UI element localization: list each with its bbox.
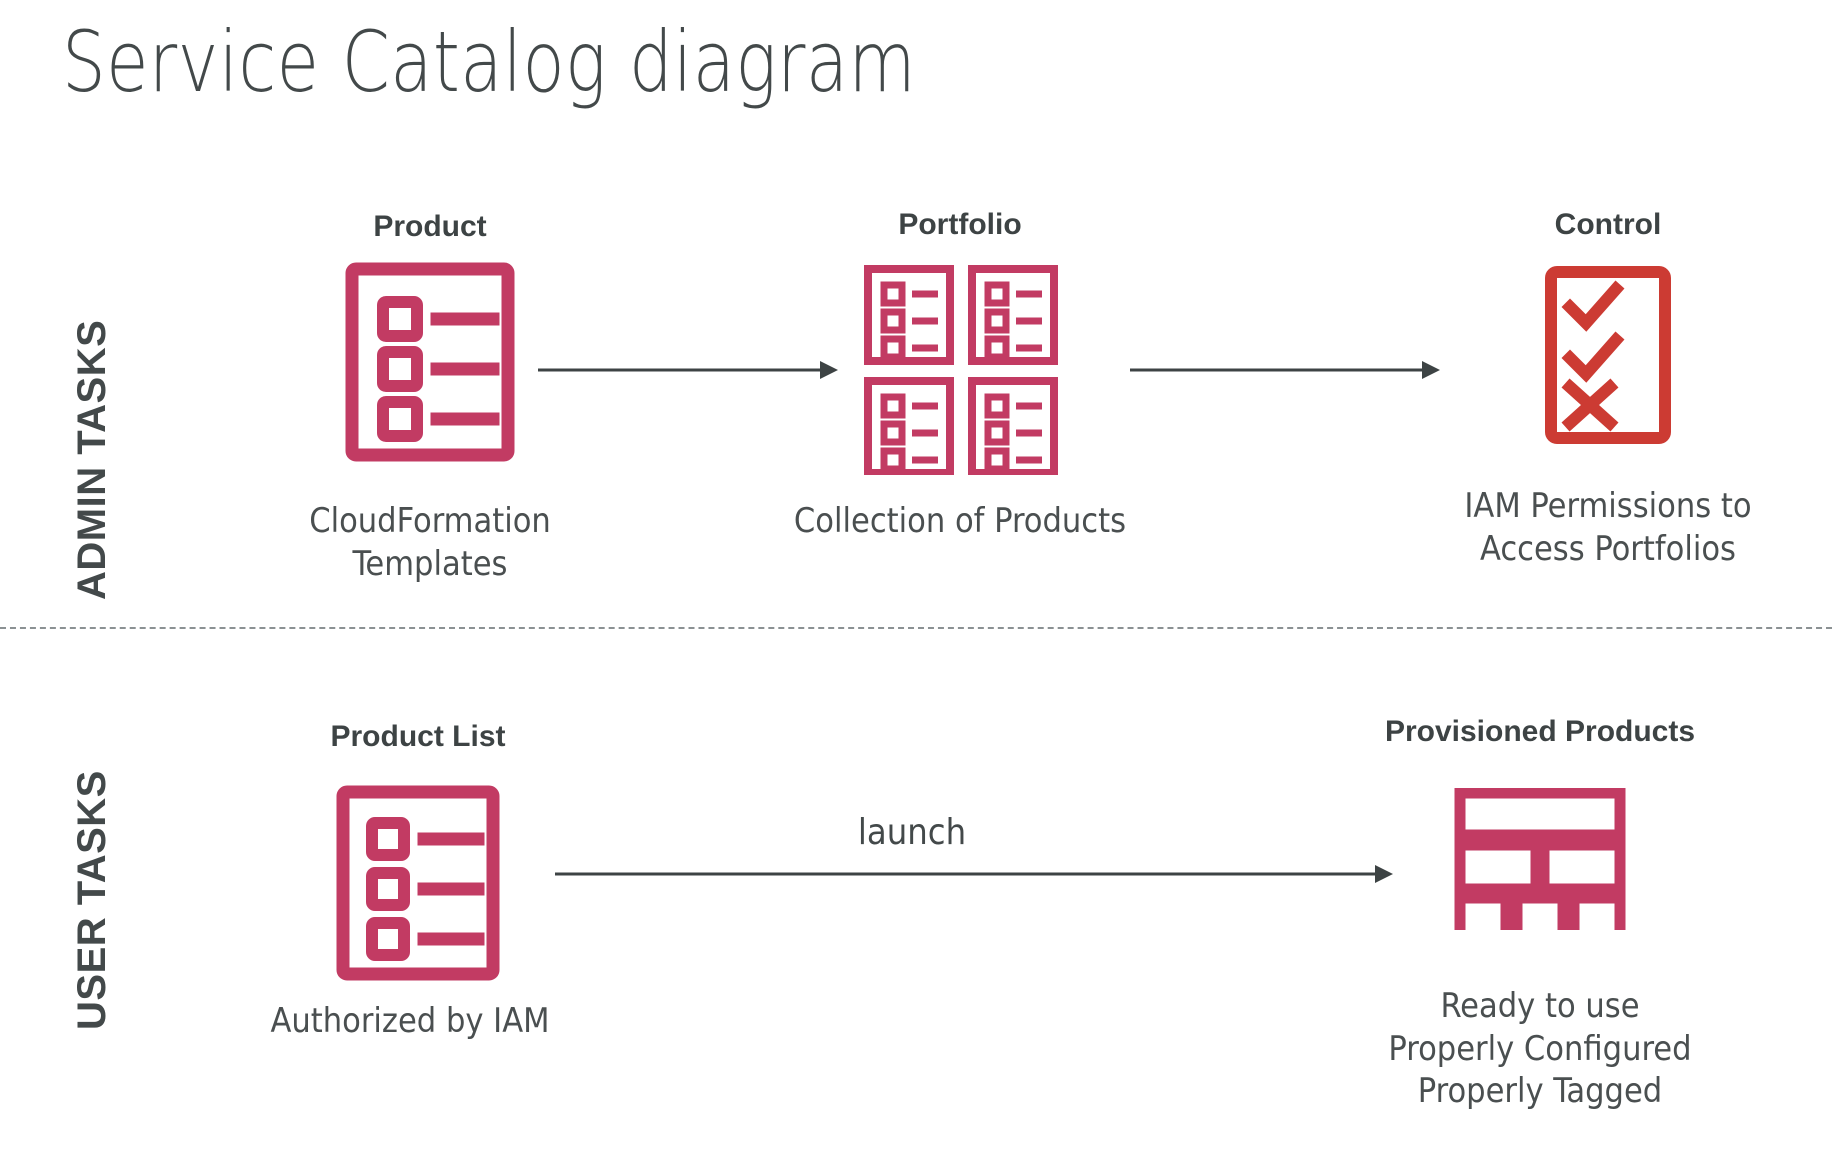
node-heading-product-list: Product List: [330, 720, 506, 753]
page-title: Service Catalog diagram: [62, 13, 916, 111]
product-list-document-icon: [345, 262, 515, 467]
node-caption-control: IAM Permissions to Access Portfolios: [1464, 486, 1752, 569]
node-heading-product: Product: [373, 210, 487, 243]
node-caption-product-list: Authorized by IAM: [270, 1001, 550, 1041]
node-heading-portfolio: Portfolio: [898, 208, 1022, 241]
node-caption-provisioned-products: Ready to use Properly Configured Properl…: [1388, 986, 1692, 1111]
arrow-launch: [555, 862, 1393, 886]
node-heading-control: Control: [1554, 208, 1662, 241]
band-label-user-tasks: USER TASKS: [70, 770, 114, 1030]
band-label-admin-tasks: ADMIN TASKS: [70, 319, 114, 600]
portfolio-grid-icon: [860, 265, 1060, 480]
node-caption-product: CloudFormation Templates: [309, 501, 551, 584]
arrow-product-to-portfolio: [538, 358, 838, 382]
row-divider: [0, 627, 1832, 629]
provisioned-products-blocks-icon: [1454, 787, 1626, 944]
node-caption-portfolio: Collection of Products: [793, 501, 1127, 541]
product-list-document-icon: [336, 785, 500, 986]
control-checklist-icon: [1544, 265, 1672, 450]
arrow-portfolio-to-control: [1130, 358, 1440, 382]
arrow-label-launch: launch: [857, 812, 967, 853]
node-heading-provisioned-products: Provisioned Products: [1384, 715, 1696, 748]
